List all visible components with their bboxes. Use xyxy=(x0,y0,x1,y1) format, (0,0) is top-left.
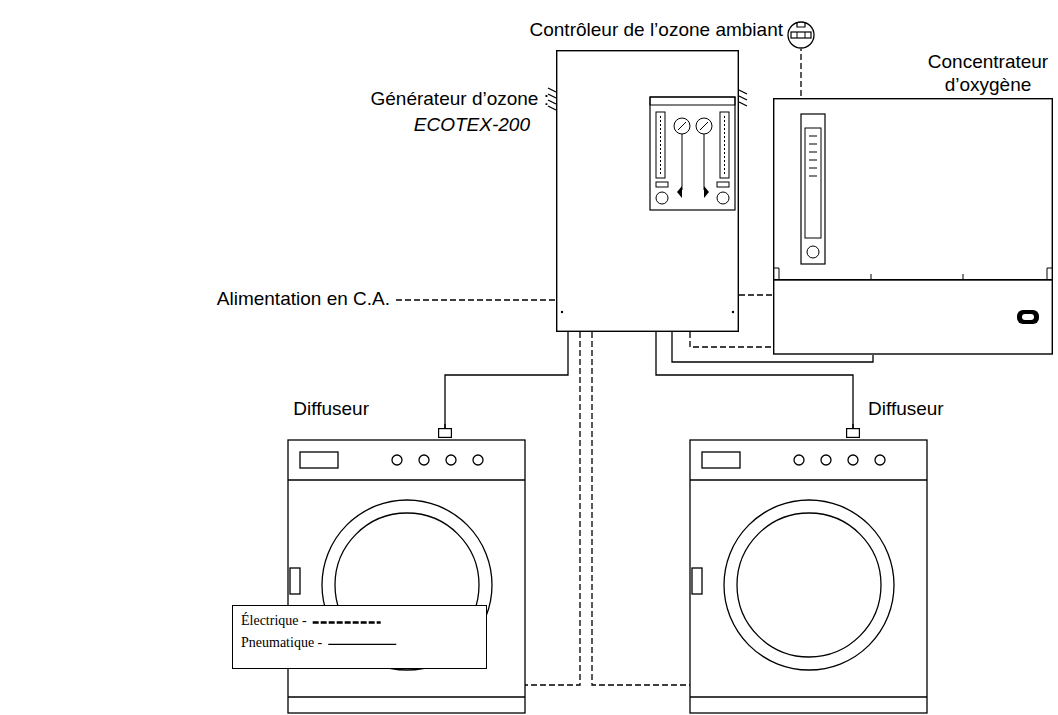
ozone-generator-outline xyxy=(556,50,739,332)
legend-line-sample xyxy=(313,621,381,624)
ozone-generator: Générateur d’ozone :ECOTEX-200 xyxy=(556,50,739,332)
pneumatic-connector xyxy=(445,332,568,428)
power-label: Alimentation en C.A. xyxy=(217,288,390,310)
ozone-sensor: Contrôleur de l’ozone ambiant xyxy=(787,21,815,49)
washer-left xyxy=(288,440,525,713)
ozone-sensor-outline xyxy=(787,21,815,49)
diffuser: Diffuseur xyxy=(846,428,860,438)
node-label: ECOTEX-200 xyxy=(414,114,530,136)
diffuser: Diffuseur xyxy=(438,428,452,438)
diffuser-outline xyxy=(846,428,860,438)
node-label: Diffuseur xyxy=(293,398,369,420)
node-label: Générateur d’ozone : xyxy=(370,88,549,110)
node-label: Concentrateur d’oxygène xyxy=(923,50,1053,96)
legend-box: Électrique - Pneumatique - xyxy=(232,605,487,669)
node-label: Diffuseur xyxy=(868,398,944,420)
node-label: Contrôleur de l’ozone ambiant xyxy=(530,19,784,41)
legend-line-sample xyxy=(328,644,396,645)
oxygen-concentrator: Concentrateur d’oxygène xyxy=(773,98,1053,355)
washer-right xyxy=(690,440,927,713)
oxygen-concentrator-outline xyxy=(773,98,1053,355)
electric-connector xyxy=(690,332,773,347)
legend-label: Électrique - xyxy=(241,613,307,630)
legend-label: Pneumatique - xyxy=(241,635,322,652)
diffuser-outline xyxy=(438,428,452,438)
